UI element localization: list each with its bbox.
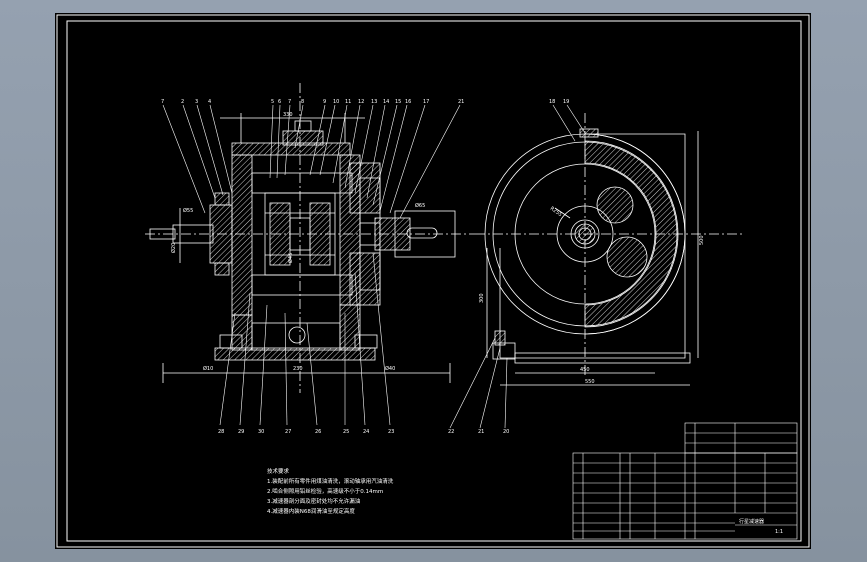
- part-number: 3: [195, 99, 198, 105]
- part-number: 21: [478, 429, 484, 435]
- part-number: 16: [405, 99, 411, 105]
- note-line-1: 1.装配前所有零件用煤油清洗，滚动轴承用汽油清洗: [267, 477, 394, 485]
- dim-bore-left: Ø20: [170, 243, 177, 253]
- part-number: 5: [271, 99, 274, 105]
- part-number: 28: [218, 429, 224, 435]
- part-number: 14: [383, 99, 389, 105]
- part-number: 8: [301, 99, 304, 105]
- section-view: [145, 83, 475, 393]
- dim-bore-center: Ø45: [287, 253, 294, 263]
- title-block-texts: 行星减速器 1:1: [739, 518, 783, 535]
- part-number: 21: [458, 99, 464, 105]
- dim-radius: R255: [549, 206, 563, 218]
- dim-width-outer: 550: [585, 379, 595, 385]
- drawing-scale: 1:1: [775, 529, 783, 535]
- part-number: 18: [549, 99, 555, 105]
- part-number: 17: [423, 99, 429, 105]
- part-number: 23: [388, 429, 394, 435]
- part-number: 27: [285, 429, 291, 435]
- dim-width-inner: 450: [580, 367, 590, 373]
- dim-bottom-mid: 230: [293, 366, 303, 372]
- part-number: 19: [563, 99, 569, 105]
- part-number: 22: [448, 429, 454, 435]
- leaders-right: [449, 104, 586, 429]
- note-line-3: 3.减速器剖分面及密封处均不允许漏油: [267, 497, 361, 505]
- part-number: 30: [258, 429, 264, 435]
- inner-border: [66, 20, 802, 542]
- outer-border: [56, 14, 810, 548]
- part-number: 20: [503, 429, 509, 435]
- notes-title: 技术要求: [267, 467, 290, 475]
- dim-shaft-left: Ø55: [183, 207, 193, 214]
- part-number: 29: [238, 429, 244, 435]
- part-number: 7: [288, 99, 291, 105]
- dim-bottom-right: Ø40: [385, 365, 395, 372]
- dim-bottom-left: Ø10: [203, 365, 213, 372]
- end-view: [475, 113, 745, 386]
- part-number: 26: [315, 429, 321, 435]
- drawing-title: 行星减速器: [739, 518, 764, 525]
- part-number: 10: [333, 99, 339, 105]
- dim-top: 330: [283, 112, 293, 118]
- part-number: 15: [395, 99, 401, 105]
- part-number: 9: [323, 99, 326, 105]
- part-number: 25: [343, 429, 349, 435]
- parts-list: [572, 422, 798, 540]
- part-number: 12: [358, 99, 364, 105]
- note-line-4: 4.减速器内装N68润滑油至规定高度: [267, 507, 355, 515]
- cad-drawing: 7234567891011121314151617212829302726252…: [56, 14, 810, 548]
- leaders-bottom: [219, 252, 391, 426]
- part-number: 2: [181, 99, 184, 105]
- technical-notes: 技术要求 1.装配前所有零件用煤油清洗，滚动轴承用汽油清洗 2.啮合侧隙用铅丝检…: [267, 467, 394, 515]
- dim-height-left: 300: [479, 293, 485, 303]
- dim-shaft-right: Ø65: [415, 202, 425, 209]
- part-number: 13: [371, 99, 377, 105]
- part-number: 6: [278, 99, 281, 105]
- part-number: 4: [208, 99, 211, 105]
- note-line-2: 2.啮合侧隙用铅丝检验，高速级不小于0.14mm: [267, 487, 383, 495]
- part-number: 24: [363, 429, 369, 435]
- part-number: 7: [161, 99, 164, 105]
- part-number: 11: [345, 99, 351, 105]
- dim-height-right: 500: [699, 235, 705, 245]
- leaders-top: [162, 104, 461, 219]
